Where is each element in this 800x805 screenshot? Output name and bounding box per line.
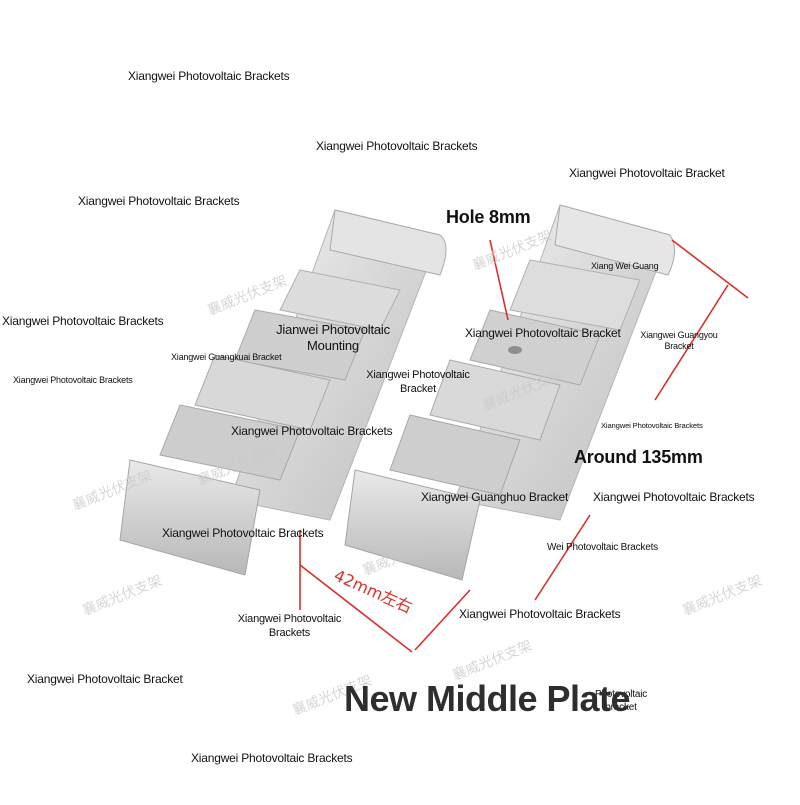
label: Xiangwei Photovoltaic Brackets bbox=[128, 69, 290, 83]
label: Xiangwei Photovoltaic Brackets bbox=[232, 613, 347, 641]
label: Xiangwei Photovoltaic Brackets bbox=[13, 375, 133, 385]
right-middle-plate bbox=[344, 204, 675, 581]
label: Xiangwei Photovoltaic Bracket bbox=[27, 672, 183, 686]
label-line: Bracket bbox=[400, 382, 436, 395]
length-callout: Around 135mm bbox=[574, 447, 703, 467]
label: Xiangwei Guangyou Bracket bbox=[636, 330, 722, 353]
label-line: Mounting bbox=[307, 338, 359, 354]
label: Xiangwei Photovoltaic Brackets bbox=[601, 421, 703, 430]
label: Xiangwei Photovoltaic Bracket bbox=[569, 166, 725, 180]
label: Photovoltaic bracket bbox=[590, 689, 652, 714]
label-line: Bracket bbox=[664, 341, 694, 352]
product-title: New Middle Plate bbox=[344, 678, 631, 719]
label: Xiang Wei Guang bbox=[591, 261, 659, 271]
mounting-hole bbox=[508, 346, 522, 354]
measure-lines bbox=[299, 239, 749, 653]
width-dim-line bbox=[299, 564, 413, 653]
label-line: Xiangwei Guangyou bbox=[640, 330, 718, 340]
label-line: Brackets bbox=[268, 626, 311, 639]
label: Xiangwei Photovoltaic Bracket bbox=[465, 326, 621, 340]
label: Xiangwei Photovoltaic Bracket bbox=[363, 369, 473, 397]
label: Jianwei Photovoltaic Mounting bbox=[268, 322, 398, 355]
label: Xiangwei Guanghuo Bracket bbox=[421, 490, 569, 504]
label: Xiangwei Photovoltaic Brackets bbox=[191, 751, 353, 765]
label-line: Photovoltaic bbox=[594, 689, 648, 700]
label: Wei Photovoltaic Brackets bbox=[547, 542, 658, 553]
width-dim-right bbox=[534, 514, 591, 601]
label: Xiangwei Photovoltaic Brackets bbox=[78, 194, 240, 208]
label-line: Jianwei Photovoltaic bbox=[276, 322, 390, 337]
width-dim-bottom bbox=[414, 589, 471, 651]
label: Xiangwei Photovoltaic Brackets bbox=[459, 607, 621, 621]
label: Xiangwei Photovoltaic Brackets bbox=[593, 490, 755, 504]
label-line: bracket bbox=[605, 701, 637, 713]
hole-callout-line bbox=[489, 239, 509, 321]
length-dim-line bbox=[654, 284, 729, 401]
label: Xiangwei Photovoltaic Brackets bbox=[231, 424, 393, 438]
label-line: Xiangwei Photovoltaic bbox=[366, 369, 470, 381]
label: Xiangwei Photovoltaic Brackets bbox=[2, 314, 164, 328]
hole-size-callout: Hole 8mm bbox=[446, 207, 531, 227]
label: Xiangwei Guangkuai Bracket bbox=[171, 352, 282, 362]
label-line: Xiangwei Photovoltaic bbox=[237, 613, 342, 625]
label: Xiangwei Photovoltaic Brackets bbox=[162, 526, 324, 540]
label: Xiangwei Photovoltaic Brackets bbox=[316, 139, 478, 153]
length-dim-top bbox=[671, 239, 749, 299]
left-middle-plate bbox=[119, 209, 447, 576]
